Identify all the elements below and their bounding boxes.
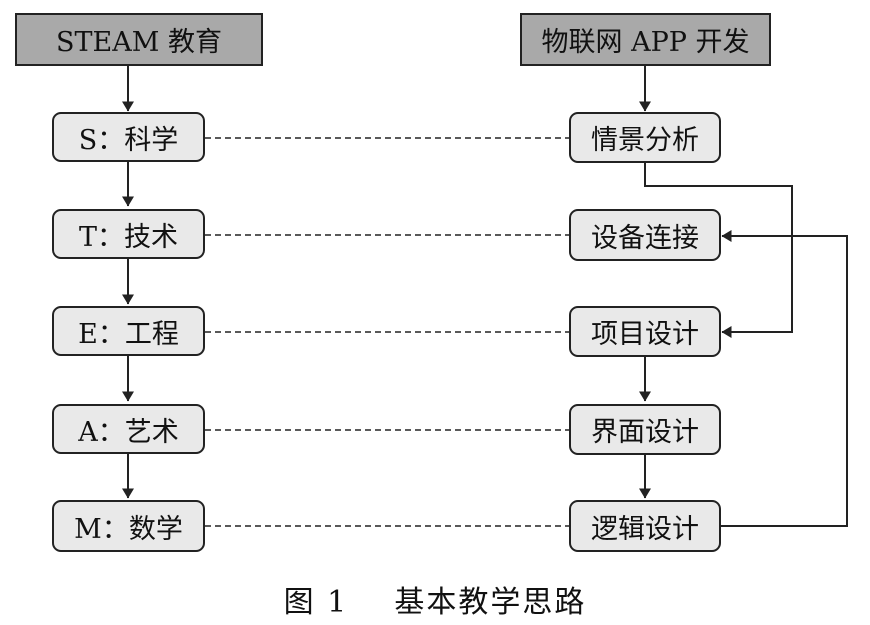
right-step-logic-design: 逻辑设计 xyxy=(569,500,721,552)
left-step-engineering: E：工程 xyxy=(52,306,205,356)
right-header-iot-app-development: 物联网 APP 开发 xyxy=(520,13,771,66)
elbow-arrow-scenario-to-project xyxy=(644,163,793,338)
figure-caption: 图 1 基本教学思路 xyxy=(283,585,587,620)
right-step-device-connection: 设备连接 xyxy=(569,209,721,261)
right-step-scenario-analysis: 情景分析 xyxy=(569,112,721,163)
left-step-art: A：艺术 xyxy=(52,404,205,454)
left-step-math: M：数学 xyxy=(52,500,205,552)
right-step-interface-design: 界面设计 xyxy=(569,404,721,455)
right-step-project-design: 项目设计 xyxy=(569,306,721,357)
left-step-technology: T：技术 xyxy=(52,209,205,259)
left-header-steam-education: STEAM 教育 xyxy=(15,13,263,66)
left-step-science: S：科学 xyxy=(52,112,205,162)
elbow-arrow-logic-to-device xyxy=(721,230,848,527)
